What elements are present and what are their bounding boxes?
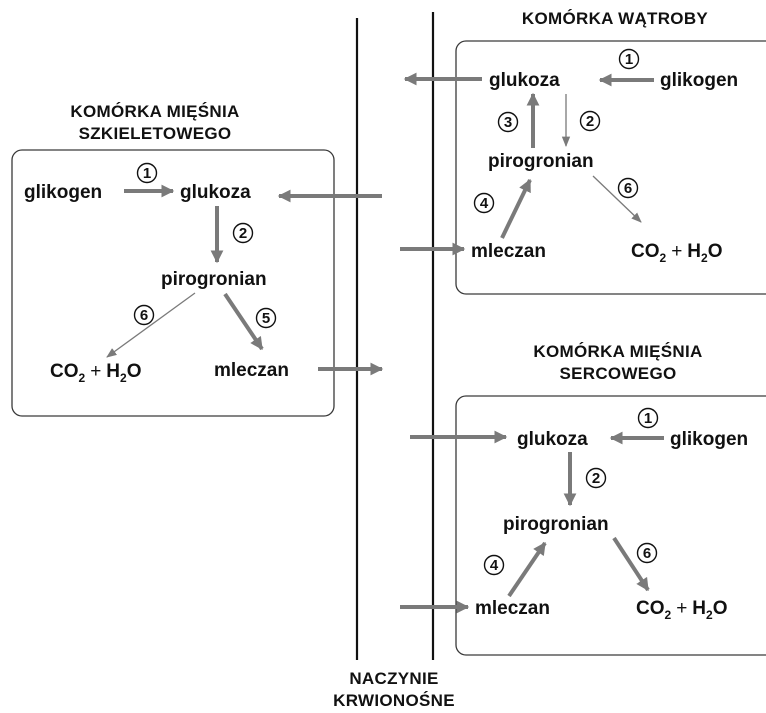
heart-step4-label: 4 [490,557,499,574]
heart-step4-circle [483,554,505,576]
heart-step1-label: 1 [644,410,652,427]
skeletal-cell-box [11,149,335,417]
skeletal-step6-label: 6 [140,307,148,324]
liver-lactate: mleczan [471,241,546,262]
liver-step6-label: 6 [624,180,632,197]
heart-step2-circle [585,467,607,489]
heart-step2-label: 2 [592,470,600,487]
heart-lactate: mleczan [475,598,550,619]
skeletal-title-line1: KOMÓRKA MIĘŚNIA [70,102,239,121]
liver-cell: KOMÓRKA WĄTROBY glukoza glikogen pirogro… [455,9,766,295]
skeletal-title-line2: SZKIELETOWEGO [79,124,232,143]
liver-glycogen: glikogen [660,70,738,91]
liver-step2-label: 2 [586,113,594,130]
skeletal-step6-circle [133,304,155,326]
heart-step6-circle [636,542,658,564]
skeletal-glycogen: glikogen [24,182,102,203]
liver-step4-circle [473,192,495,214]
heart-title-line1: KOMÓRKA MIĘŚNIA [533,342,702,361]
skeletal-step2-label: 2 [239,225,247,242]
liver-pyruvate: pirogronian [488,151,594,172]
liver-step4-label: 4 [480,195,489,212]
liver-step1-label: 1 [625,51,633,68]
liver-title: KOMÓRKA WĄTROBY [522,9,708,28]
skeletal-glucose: glukoza [180,182,251,203]
skeletal-step1-circle [136,162,158,184]
skeletal-co2-h2o: CO2+H2O [50,361,142,385]
skeletal-step2-circle [232,222,254,244]
heart-arrow-lactate-to-pyruvate [507,541,547,598]
skeletal-arrow-pyruvate-to-co2 [106,292,196,358]
skeletal-muscle-cell: KOMÓRKA MIĘŚNIA SZKIELETOWEGO glikogen g… [11,102,335,417]
liver-cell-box [455,40,766,295]
heart-muscle-cell: KOMÓRKA MIĘŚNIA SERCOWEGO glukoza glikog… [455,342,766,656]
heart-arrow-pyruvate-to-co2 [612,536,650,592]
heart-co2-h2o: CO2+H2O [636,598,728,622]
liver-glucose: glukoza [489,70,560,91]
skeletal-step5-label: 5 [262,310,270,327]
liver-step2-circle [579,110,601,132]
liver-arrow-lactate-to-pyruvate [500,178,532,239]
liver-arrow-pyruvate-to-co2 [592,175,642,223]
skeletal-lactate: mleczan [214,360,289,381]
heart-glucose: glukoza [517,429,588,450]
heart-cell-box [455,395,766,656]
vessel-label-line1: NACZYNIE [349,669,438,688]
heart-title-line2: SERCOWEGO [560,364,677,383]
skeletal-step1-label: 1 [143,165,151,182]
liver-co2-h2o: CO2+H2O [631,241,723,265]
heart-step6-label: 6 [643,545,651,562]
skeletal-step5-circle [255,307,277,329]
skeletal-pyruvate: pirogronian [161,269,267,290]
skeletal-arrow-pyruvate-to-lactate [223,292,264,351]
heart-step1-circle [637,407,659,429]
heart-pyruvate: pirogronian [503,514,609,535]
liver-step3-label: 3 [504,114,512,131]
heart-glycogen: glikogen [670,429,748,450]
liver-step3-circle [497,111,519,133]
liver-step1-circle [618,48,640,70]
liver-step6-circle [617,177,639,199]
vessel-label-line2: KRWIONOŚNE [333,691,455,710]
